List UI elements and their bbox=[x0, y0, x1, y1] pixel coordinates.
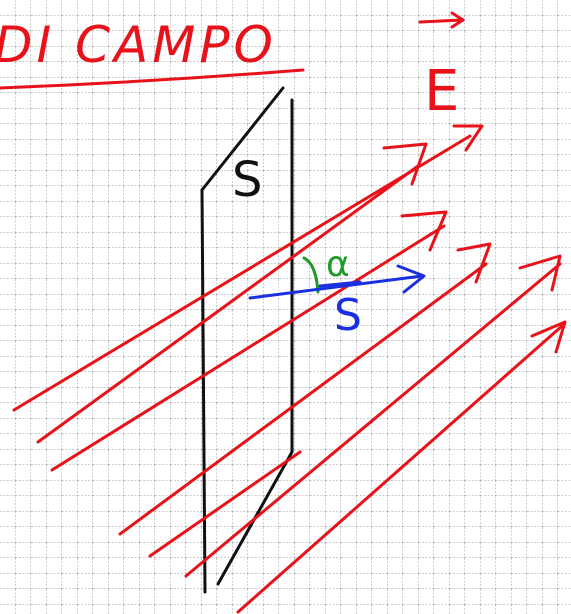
field-line bbox=[184, 254, 562, 578]
field-vector-label: E bbox=[418, 11, 465, 124]
angle-label: α bbox=[326, 244, 350, 285]
surface-label: S bbox=[232, 152, 262, 208]
angle-marker bbox=[302, 256, 320, 294]
normal-vector-label-arrow-mark bbox=[318, 280, 362, 288]
normal-vector bbox=[248, 264, 426, 300]
field-line bbox=[118, 242, 492, 536]
heading: DI CAMPO bbox=[0, 16, 305, 90]
field-lines bbox=[12, 124, 567, 614]
normal-vector-shaft bbox=[248, 274, 424, 300]
field-line bbox=[50, 210, 448, 472]
surface-top-edge bbox=[200, 86, 285, 192]
heading-text: DI CAMPO bbox=[0, 16, 277, 74]
normal-vector-label: S bbox=[334, 290, 362, 341]
angle-arc bbox=[302, 256, 320, 294]
normal-vector-arrowhead bbox=[396, 264, 426, 294]
surface-left-edge bbox=[200, 188, 207, 594]
field-vector-letter: E bbox=[424, 59, 459, 124]
heading-underline bbox=[0, 68, 305, 90]
field-line bbox=[148, 450, 302, 558]
field-vector-arrow-mark bbox=[418, 11, 465, 29]
field-line bbox=[36, 142, 428, 444]
field-line bbox=[236, 320, 567, 614]
